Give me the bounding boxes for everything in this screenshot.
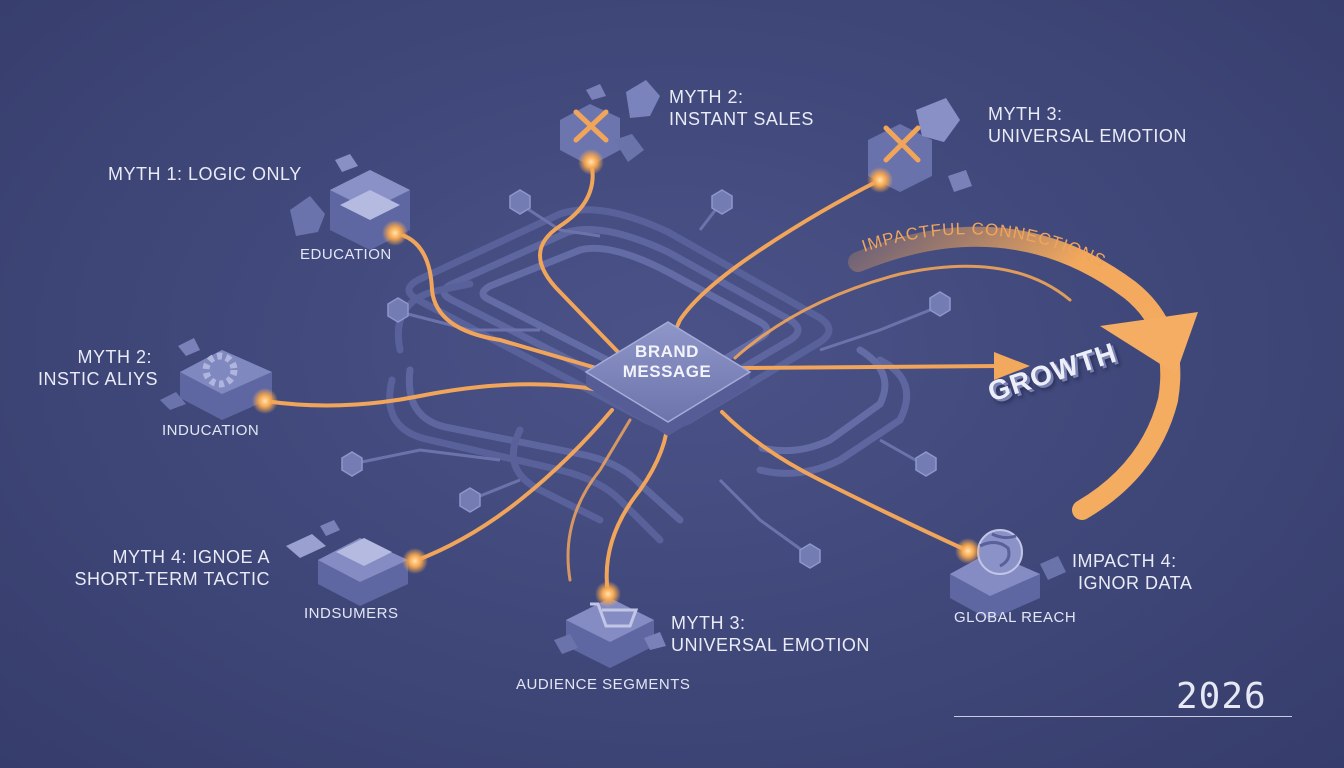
node-5-title-line1: MYTH 4: IGNOE A (112, 547, 270, 567)
year-underline (954, 716, 1292, 717)
node-6-title: MYTH 3: UNIVERSAL EMOTION (671, 612, 870, 656)
growth-arrow-head (994, 352, 1030, 380)
growth-arc-arrowhead (1100, 312, 1198, 374)
shopping-cart-icon (554, 598, 666, 668)
node-6-title-line2: UNIVERSAL EMOTION (671, 635, 870, 655)
gear-icon (160, 338, 272, 420)
education-icon (290, 154, 410, 250)
broken-x-icon-myth2 (560, 80, 660, 166)
node-7-title-line2: IGNOR DATA (1078, 573, 1193, 593)
glow-nodes (252, 149, 981, 607)
node-4-caption: INDUCATION (162, 422, 260, 439)
node-7-title: IMPACTH 4: IGNOR DATA (1072, 550, 1192, 594)
node-6-caption: AUDIENCE SEGMENTS (516, 676, 691, 693)
node-5-title-line2: SHORT-TERM TACTIC (74, 569, 270, 589)
center-label: BRAND MESSAGE (606, 342, 728, 382)
center-label-line2: MESSAGE (622, 362, 712, 381)
node-6-title-line1: MYTH 3: (671, 613, 746, 633)
orange-connections (263, 160, 1072, 596)
node-4-title-line1: MYTH 2: (77, 347, 152, 367)
node-1-caption: EDUCATION (300, 246, 392, 263)
documents-icon (286, 520, 408, 606)
node-2-title-line2: INSTANT SALES (669, 109, 814, 129)
node-7-title-line1: IMPACTH 4: (1072, 551, 1177, 571)
gray-connectors (351, 202, 941, 558)
node-2-title: MYTH 2: INSTANT SALES (669, 86, 814, 130)
node-1-title: MYTH 1: LOGIC ONLY (108, 164, 302, 184)
brand-message-tile (584, 321, 752, 436)
node-7-caption: GLOBAL REACH (954, 609, 1077, 626)
node-5-caption: INDSUMERS (304, 605, 399, 622)
node-5-title: MYTH 4: IGNOE A SHORT-TERM TACTIC (70, 546, 270, 590)
center-label-line1: BRAND (635, 342, 699, 361)
node-2-title-line1: MYTH 2: (669, 87, 744, 107)
connector-studs (341, 189, 951, 569)
node-4-title-line2: INSTIC ALIYS (38, 369, 159, 389)
node-3-title-line2: UNIVERSAL EMOTION (988, 126, 1187, 146)
node-3-title-line1: MYTH 3: (988, 104, 1063, 124)
node-4-title: MYTH 2: INSTIC ALIYS (38, 346, 159, 390)
growth-arc (848, 226, 1181, 520)
year-label: 2026 (1176, 676, 1267, 717)
node-3-title: MYTH 3: UNIVERSAL EMOTION (988, 103, 1187, 147)
